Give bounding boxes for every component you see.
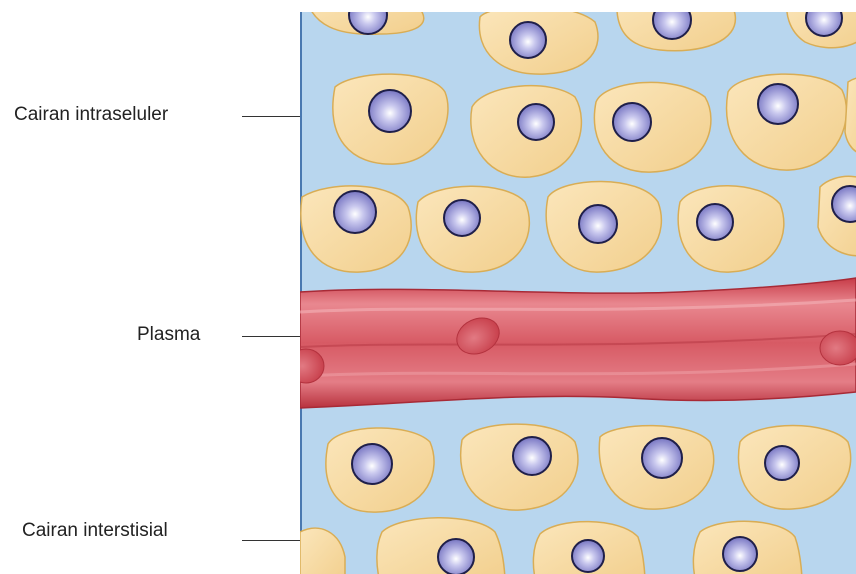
cell bbox=[416, 186, 529, 272]
label-intracellular-text: Cairan intraseluler bbox=[14, 104, 168, 126]
nucleus bbox=[758, 84, 798, 124]
cell bbox=[377, 518, 505, 574]
nucleus bbox=[579, 205, 617, 243]
cell bbox=[301, 186, 411, 272]
cell bbox=[594, 82, 711, 172]
nucleus bbox=[613, 103, 651, 141]
label-interstitial-text: Cairan interstisial bbox=[22, 520, 168, 542]
nucleus bbox=[697, 204, 733, 240]
cell bbox=[693, 521, 802, 574]
cell bbox=[461, 424, 578, 510]
nucleus bbox=[438, 539, 474, 574]
nucleus bbox=[334, 191, 376, 233]
nucleus bbox=[765, 446, 799, 480]
tissue-illustration bbox=[300, 12, 856, 574]
nucleus bbox=[352, 444, 392, 484]
nucleus bbox=[572, 540, 604, 572]
blood-vessel bbox=[300, 278, 856, 408]
cell bbox=[678, 186, 784, 272]
red-blood-cell bbox=[820, 331, 856, 365]
nucleus bbox=[513, 437, 551, 475]
label-plasma-text: Plasma bbox=[137, 324, 200, 346]
nucleus bbox=[510, 22, 546, 58]
nucleus bbox=[518, 104, 554, 140]
nucleus bbox=[723, 537, 757, 571]
cell bbox=[533, 522, 645, 574]
nucleus bbox=[369, 90, 411, 132]
nucleus bbox=[642, 438, 682, 478]
nucleus bbox=[444, 200, 480, 236]
